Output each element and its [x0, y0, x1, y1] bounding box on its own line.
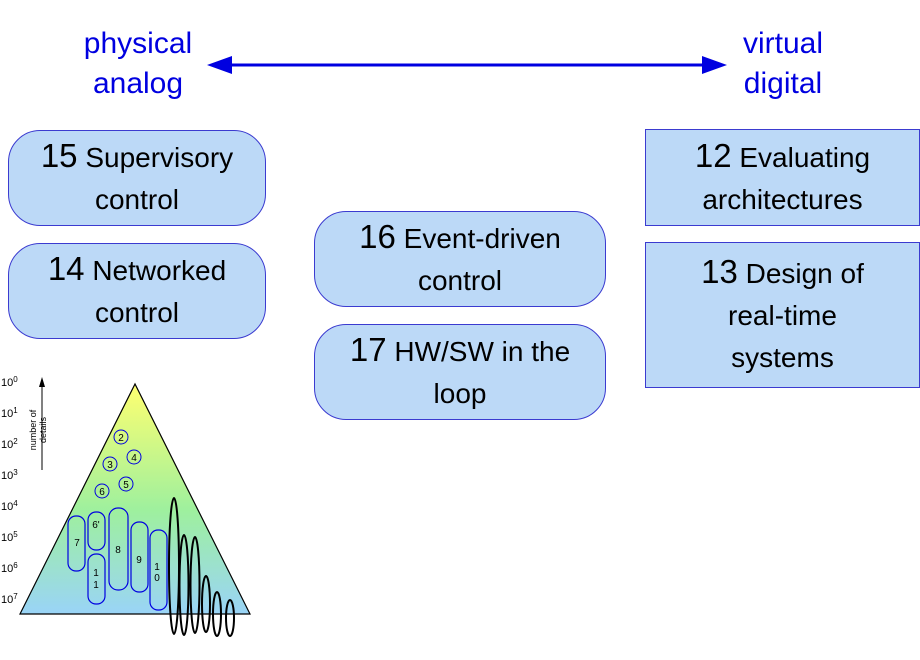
physical-analog-label: physical analog [58, 24, 218, 104]
tick-label: 104 [1, 499, 18, 513]
detail-pyramid [19, 377, 251, 637]
box-17-text: 17 HW/SW in the loop [350, 329, 570, 415]
physical-text: physical [83, 27, 193, 60]
box-12-evaluating-architectures[interactable]: 12 Evaluating architectures [645, 129, 920, 226]
box-16-line1: Event-driven [403, 223, 561, 254]
box-17-number: 17 [349, 331, 387, 368]
box-12-line1: Evaluating [739, 141, 871, 173]
box-13-line1: Design of [745, 258, 864, 289]
box-14-number: 14 [47, 250, 85, 287]
pill-label: 9 [136, 555, 142, 566]
tick-label: 105 [1, 530, 18, 544]
tick-label: 103 [1, 468, 18, 482]
box-16-line2: control [417, 265, 503, 296]
double-arrow [207, 56, 727, 74]
box-15-number: 15 [40, 137, 78, 174]
tick-label: 106 [1, 561, 18, 575]
tick-labels: 100 101 102 103 104 105 106 107 [1, 375, 18, 606]
circle-label: 2 [118, 433, 124, 444]
axis-label: number of details [28, 409, 48, 450]
circle-label: 3 [107, 460, 113, 471]
box-15-line1: Supervisory [85, 142, 234, 173]
pill-label: 7 [74, 538, 80, 549]
tick-label: 100 [1, 375, 18, 389]
box-15-supervisory-control[interactable]: 15 Supervisory control [8, 130, 266, 226]
box-13-design-of-real-time-systems[interactable]: 13 Design of real-time systems [645, 242, 920, 388]
box-14-line1: Networked [92, 255, 227, 286]
box-16-text: 16 Event-driven control [359, 216, 561, 302]
box-16-number: 16 [359, 218, 396, 255]
box-15-line2: control [94, 184, 180, 215]
box-17-line2: loop [433, 378, 487, 409]
box-13-line2: real-time [728, 300, 837, 331]
analog-text: analog [92, 67, 184, 100]
tick-label: 107 [1, 592, 18, 606]
circle-label: 5 [123, 480, 129, 491]
box-16-event-driven-control[interactable]: 16 Event-driven control [314, 211, 606, 307]
box-14-networked-control[interactable]: 14 Networked control [8, 243, 266, 339]
box-17-line1: HW/SW in the [394, 336, 571, 367]
box-13-text: 13 Design of real-time systems [701, 251, 864, 379]
circle-label: 6 [99, 487, 105, 498]
tick-label: 102 [1, 437, 18, 451]
box-14-line2: control [94, 297, 180, 328]
tick-label: 101 [1, 406, 18, 420]
box-12-number: 12 [694, 136, 732, 174]
box-13-line3: systems [731, 342, 834, 373]
svg-text:number of: number of [28, 409, 38, 450]
circle-label: 4 [131, 453, 137, 464]
box-12-line2: architectures [702, 183, 863, 215]
pill-label: 6' [92, 520, 100, 531]
box-17-hw-sw-in-the-loop[interactable]: 17 HW/SW in the loop [314, 324, 606, 420]
box-15-text: 15 Supervisory control [41, 135, 233, 221]
digital-text: digital [743, 67, 823, 100]
box-12-text: 12 Evaluating architectures [695, 135, 870, 221]
box-14-text: 14 Networked control [48, 248, 226, 334]
virtual-text: virtual [742, 27, 824, 60]
box-13-number: 13 [701, 253, 738, 290]
pill-label: 8 [115, 545, 121, 556]
svg-text:details: details [38, 416, 48, 443]
virtual-digital-label: virtual digital [708, 24, 858, 104]
